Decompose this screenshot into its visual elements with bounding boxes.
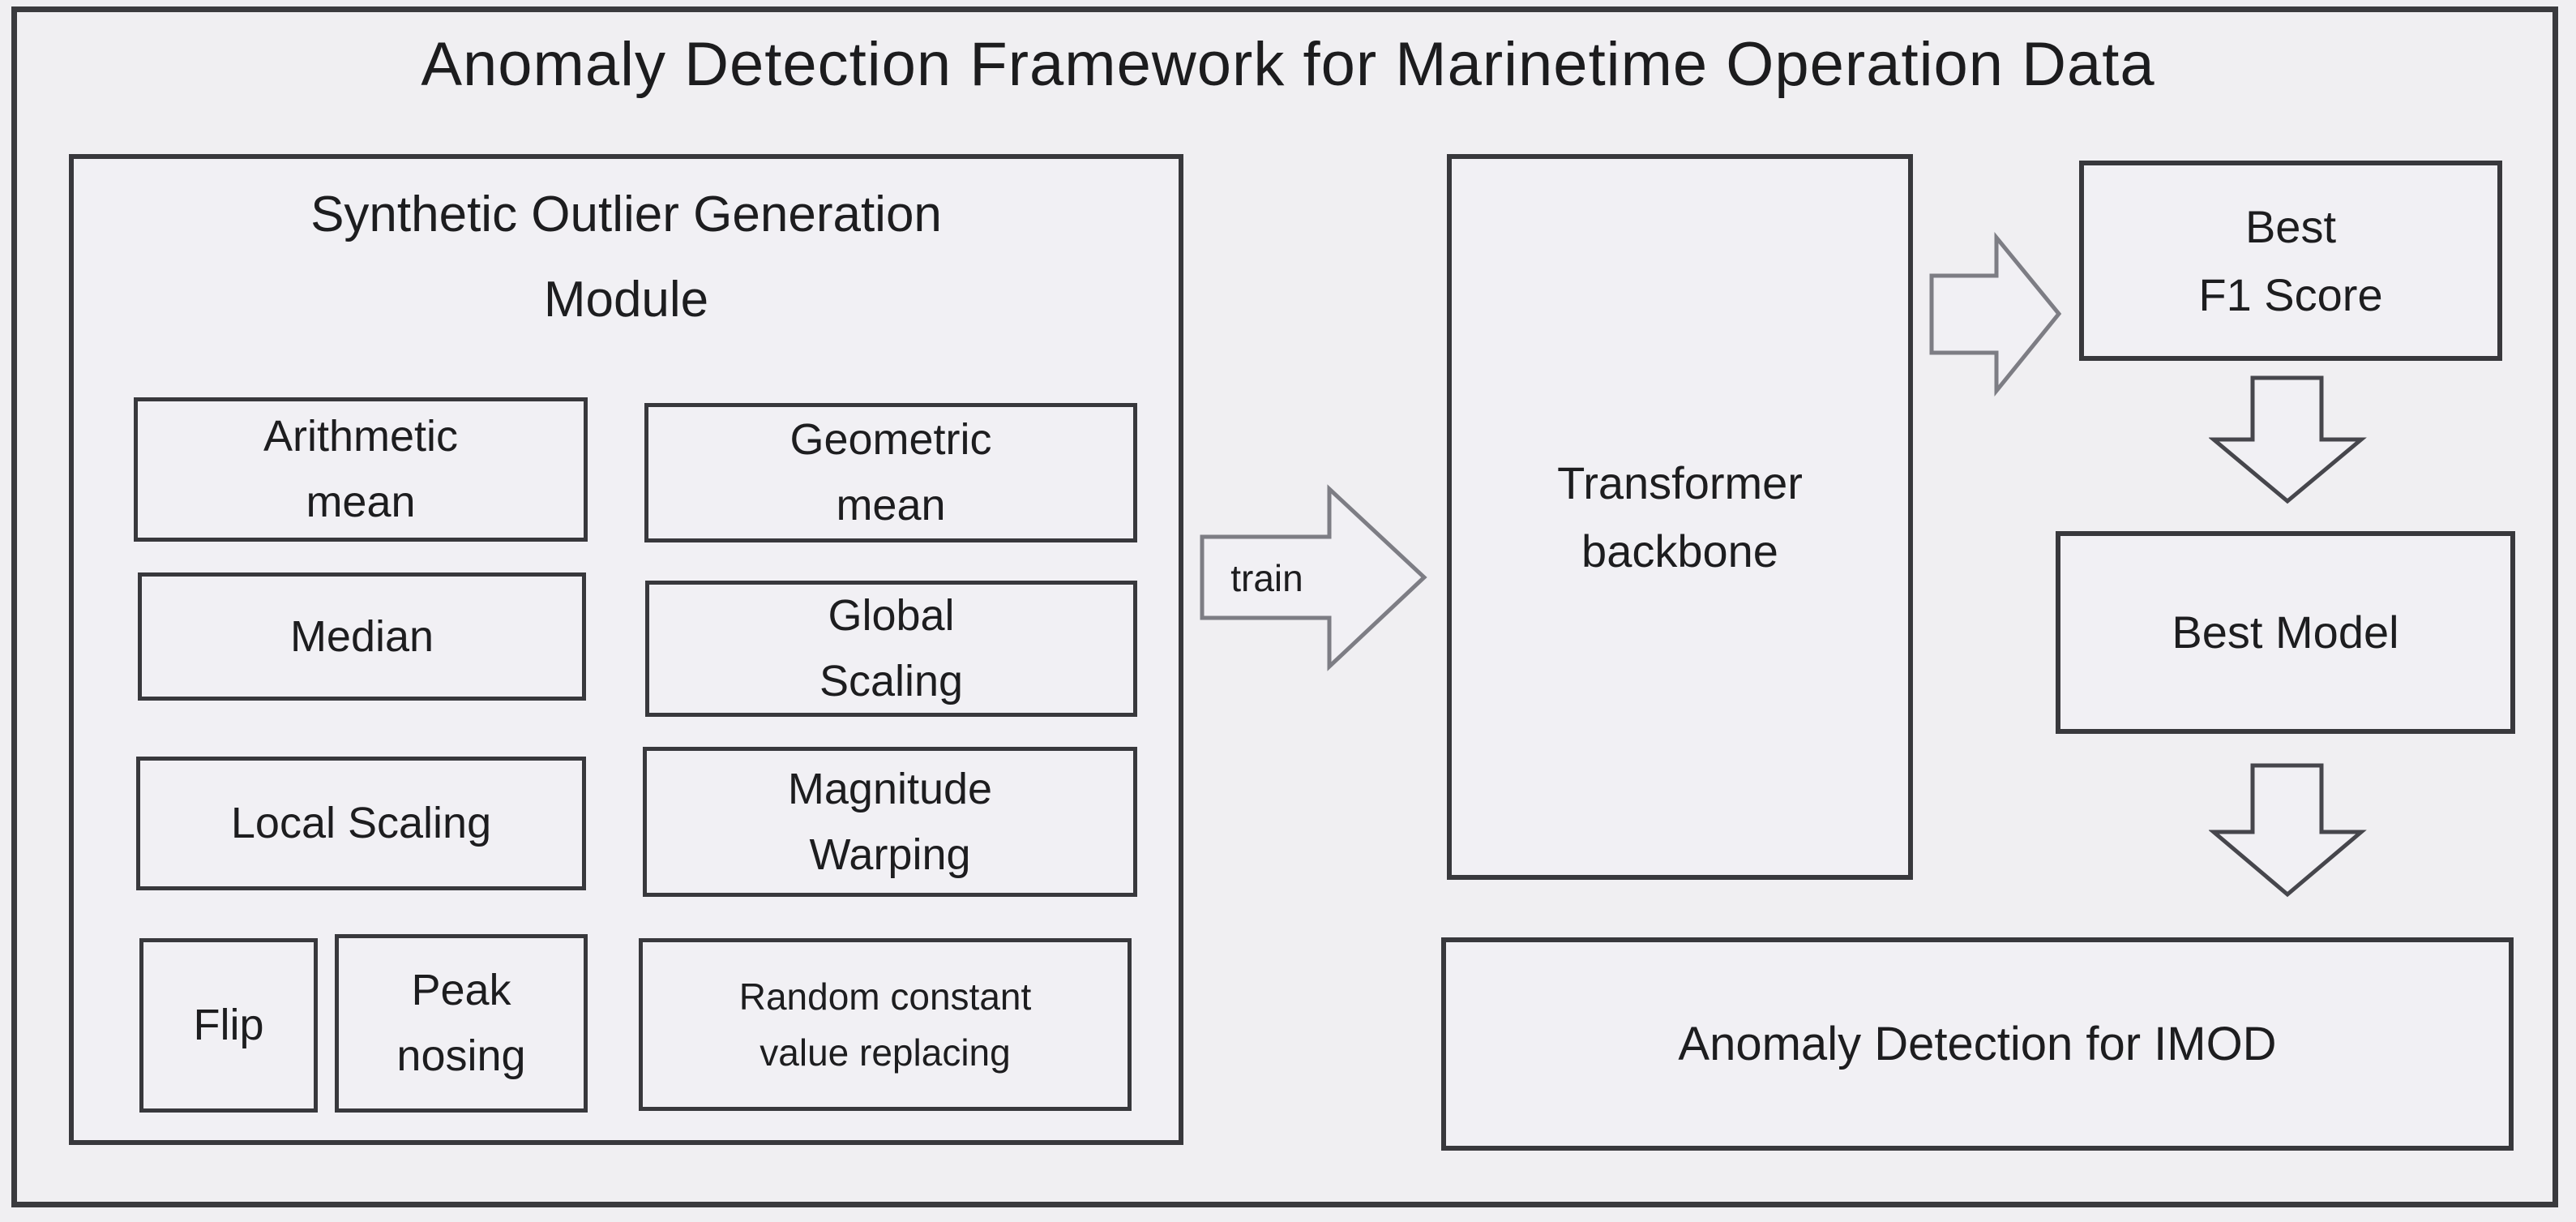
arrow-right-to-best-f1-icon	[1929, 232, 2062, 397]
method-label-peak-nosing: Peak nosing	[396, 966, 526, 1080]
best-model-label: Best Model	[2172, 607, 2399, 658]
method-box-random-constant-value-replacing: Random constant value replacing	[639, 938, 1132, 1111]
method-box-magnitude-warping: Magnitude Warping	[643, 747, 1137, 897]
module-title: Synthetic Outlier Generation Module	[310, 187, 942, 328]
diagram-title: Anomaly Detection Framework for Marineti…	[421, 30, 2155, 99]
method-box-geometric-mean: Geometric mean	[644, 403, 1137, 542]
method-label-local-scaling: Local Scaling	[230, 799, 492, 847]
train-arrow-label: train	[1230, 556, 1303, 599]
transformer-backbone-label: Transformer backbone	[1557, 457, 1803, 577]
method-label-global-scaling: Global Scaling	[819, 591, 964, 705]
arrow-down-model-to-output-icon	[2209, 763, 2367, 898]
method-label-arithmetic-mean: Arithmetic mean	[263, 412, 459, 526]
method-label-random-constant-value-replacing: Random constant value replacing	[738, 975, 1032, 1074]
method-label-median: Median	[289, 611, 434, 661]
method-label-flip: Flip	[193, 1001, 264, 1049]
anomaly-detection-imod-label: Anomaly Detection for IMOD	[1678, 1018, 2277, 1070]
best-f1-score-label: Best F1 Score	[2198, 200, 2383, 320]
transformer-backbone-box: Transformer backbone	[1447, 154, 1913, 880]
best-f1-score-box: Best F1 Score	[2079, 161, 2502, 361]
train-arrow-icon	[1200, 484, 1427, 671]
diagram-outer-border	[11, 6, 2558, 1207]
method-box-flip: Flip	[139, 938, 318, 1113]
method-box-global-scaling: Global Scaling	[645, 581, 1137, 717]
best-model-box: Best Model	[2056, 531, 2515, 734]
anomaly-detection-imod-box: Anomaly Detection for IMOD	[1441, 937, 2514, 1151]
method-box-local-scaling: Local Scaling	[136, 757, 586, 890]
method-box-peak-nosing: Peak nosing	[335, 934, 588, 1113]
method-label-geometric-mean: Geometric mean	[789, 415, 992, 530]
method-box-arithmetic-mean: Arithmetic mean	[134, 397, 588, 542]
arrow-down-f1-to-model-icon	[2209, 375, 2367, 504]
method-box-median: Median	[138, 572, 586, 701]
method-label-magnitude-warping: Magnitude Warping	[787, 764, 993, 879]
